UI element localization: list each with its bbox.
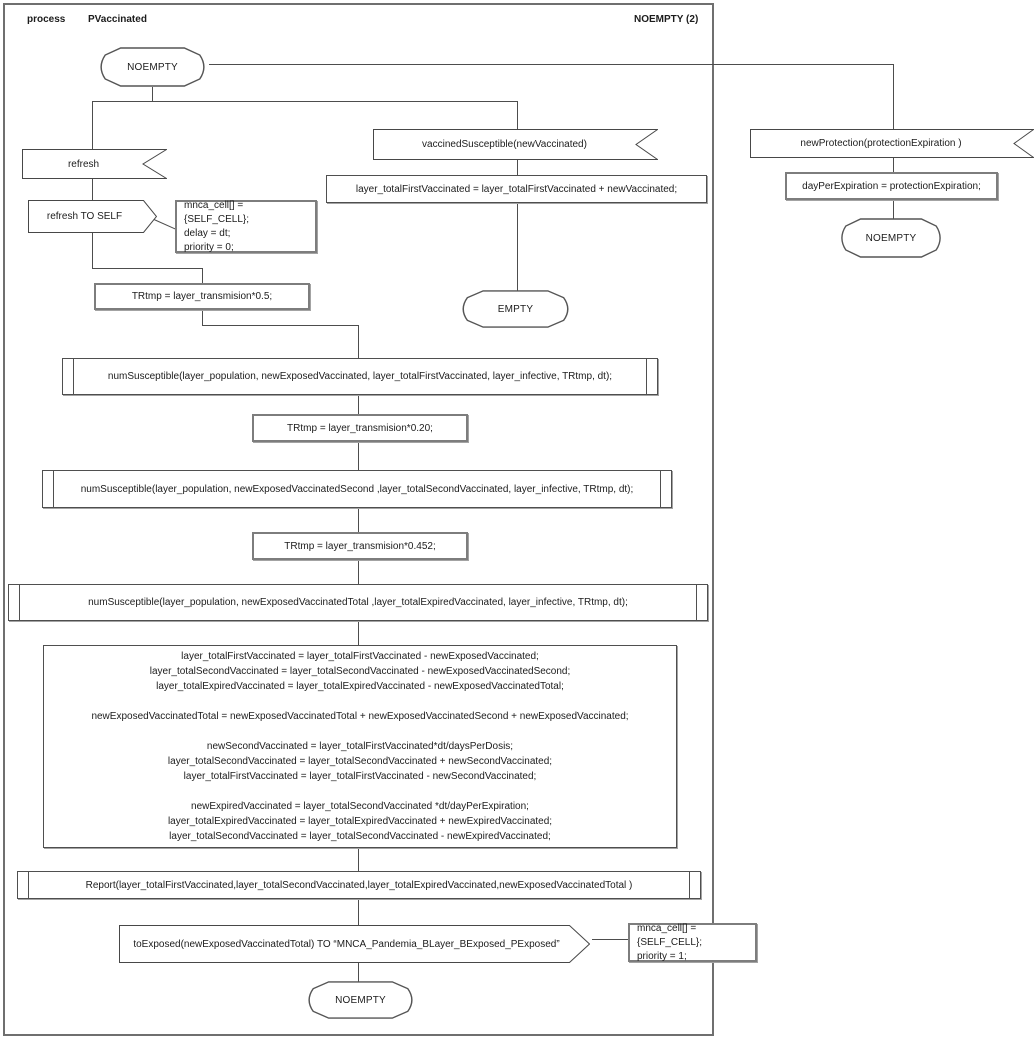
state-empty[interactable]: EMPTY xyxy=(458,290,573,328)
connector-line xyxy=(202,268,203,284)
process-kind-label: process xyxy=(27,14,66,25)
call-bar-icon xyxy=(696,584,697,621)
connector-line xyxy=(358,394,359,415)
connector-line xyxy=(358,621,359,646)
state-noempty-right[interactable]: NOEMPTY xyxy=(837,218,945,258)
state-shape-icon xyxy=(841,218,941,258)
num-susceptible-call-3[interactable]: numSusceptible(layer_population, newExpo… xyxy=(8,584,708,621)
receive-vaccined-susceptible-label: vaccinedSusceptible(newVaccinated) xyxy=(422,139,587,150)
receive-new-protection-label: newProtection(protectionExpiration ) xyxy=(800,138,962,149)
connector-line xyxy=(92,233,93,269)
process-frame xyxy=(3,3,714,1036)
num-susceptible-1-label: numSusceptible(layer_population, newExpo… xyxy=(107,371,613,382)
state-noempty-top[interactable]: NOEMPTY xyxy=(96,47,209,87)
state-reference-label: NOEMPTY (2) xyxy=(634,14,699,25)
receive-new-protection[interactable]: newProtection(protectionExpiration ) xyxy=(750,129,1034,158)
process-name-label: PVaccinated xyxy=(88,14,147,25)
state-shape-icon xyxy=(462,290,569,328)
send-refresh-to-self[interactable]: refresh TO SELF xyxy=(28,200,157,233)
call-bar-icon xyxy=(19,584,20,621)
receive-flag-icon xyxy=(373,129,658,160)
receive-flag-icon xyxy=(750,129,1034,158)
connector-line xyxy=(893,157,894,173)
state-label: NOEMPTY xyxy=(335,994,386,1006)
receive-refresh-label: refresh xyxy=(67,158,100,170)
day-per-expiration-box[interactable]: dayPerExpiration = protectionExpiration; xyxy=(785,172,998,200)
connector-line xyxy=(358,507,359,533)
trtmp-05-box[interactable]: TRtmp = layer_transmision*0.5; xyxy=(94,283,310,310)
call-bar-icon xyxy=(660,470,661,508)
connector-line xyxy=(152,87,153,102)
send-refresh-to-self-label: refresh TO SELF xyxy=(46,211,123,222)
state-label: NOEMPTY xyxy=(127,61,178,73)
num-susceptible-2-label: numSusceptible(layer_population, newExpo… xyxy=(80,483,634,495)
num-susceptible-call-2[interactable]: numSusceptible(layer_population, newExpo… xyxy=(42,470,672,508)
state-label: EMPTY xyxy=(497,303,534,315)
send-to-exposed[interactable]: toExposed(newExposedVaccinatedTotal) TO … xyxy=(119,925,590,963)
num-susceptible-call-1[interactable]: numSusceptible(layer_population, newExpo… xyxy=(62,358,658,395)
trtmp-020-box[interactable]: TRtmp = layer_transmision*0.20; xyxy=(252,414,468,442)
trtmp-0452-box[interactable]: TRtmp = layer_transmision*0.452; xyxy=(252,532,468,560)
connector-line xyxy=(209,64,893,65)
state-shape-icon xyxy=(100,47,205,87)
connector-line xyxy=(893,199,894,219)
connector-line xyxy=(358,847,359,872)
connector-line xyxy=(517,159,518,176)
receive-flag-icon xyxy=(22,149,167,179)
report-call[interactable]: Report(layer_totalFirstVaccinated,layer_… xyxy=(17,871,701,899)
send-to-exposed-label: toExposed(newExposedVaccinatedTotal) TO … xyxy=(133,938,560,950)
call-bar-icon xyxy=(689,871,690,899)
send-flag-icon xyxy=(28,200,157,233)
connector-line xyxy=(202,310,203,326)
connector-line xyxy=(517,202,518,291)
connector-line xyxy=(358,962,359,983)
connector-line xyxy=(592,939,629,940)
receive-vaccined-susceptible[interactable]: vaccinedSusceptible(newVaccinated) xyxy=(373,129,658,160)
num-susceptible-3-label: numSusceptible(layer_population, newExpo… xyxy=(88,597,628,608)
send-flag-icon xyxy=(119,925,590,963)
receive-refresh[interactable]: refresh xyxy=(22,149,167,179)
state-noempty-bottom[interactable]: NOEMPTY xyxy=(304,981,417,1019)
connector-line xyxy=(517,101,518,130)
connector-line xyxy=(92,101,518,102)
report-label: Report(layer_totalFirstVaccinated,layer_… xyxy=(85,879,633,891)
connector-line xyxy=(358,441,359,471)
connector-line xyxy=(358,559,359,585)
vaccination-block-box[interactable]: layer_totalFirstVaccinated = layer_total… xyxy=(43,645,677,848)
to-exposed-params-box[interactable]: mnca_cell[] = {SELF_CELL}; priority = 1; xyxy=(628,923,757,962)
call-bar-icon xyxy=(28,871,29,899)
call-bar-icon xyxy=(53,470,54,508)
connector-line xyxy=(92,101,93,149)
first-vaccinated-update-box[interactable]: layer_totalFirstVaccinated = layer_total… xyxy=(326,175,707,203)
state-label: NOEMPTY xyxy=(865,232,917,244)
connector-line xyxy=(202,325,359,326)
connector-line xyxy=(92,179,93,201)
connector-line xyxy=(358,898,359,926)
state-shape-icon xyxy=(308,981,413,1019)
call-bar-icon xyxy=(646,358,647,395)
connector-line xyxy=(92,268,203,269)
refresh-params-box[interactable]: mnca_cell[] = {SELF_CELL}; delay = dt; p… xyxy=(175,200,317,253)
connector-line xyxy=(358,325,359,359)
call-bar-icon xyxy=(73,358,74,395)
connector-line xyxy=(893,64,894,130)
